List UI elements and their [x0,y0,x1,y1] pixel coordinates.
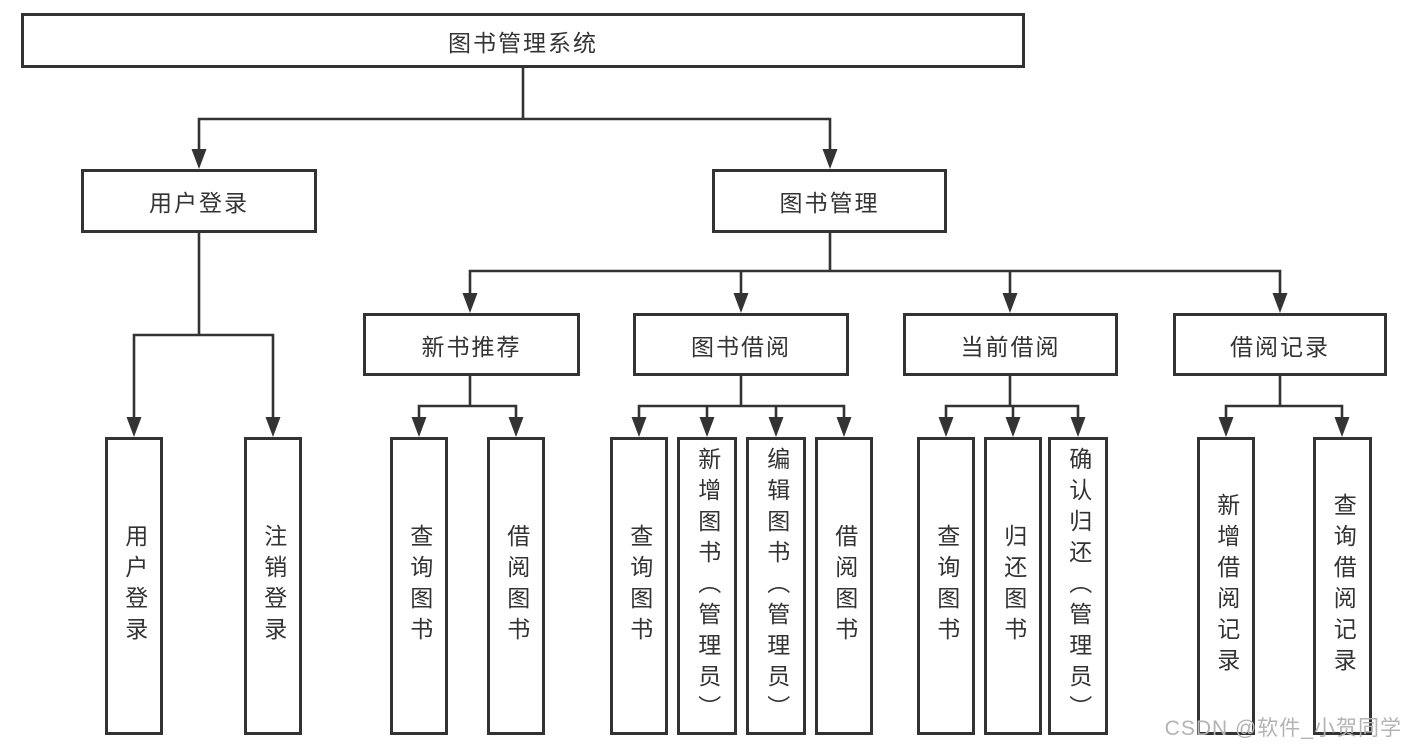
node-new-book-recommend: 新书推荐 [363,313,580,376]
leaf-cb-confirm-return-admin: 确认归还（管理员） [1048,437,1108,735]
leaf-bb-borrow-books: 借阅图书 [815,437,873,735]
leaf-br-add-record: 新增借阅记录 [1197,437,1255,735]
node-borrow-records: 借阅记录 [1173,313,1387,376]
arrowhead-icons [126,149,1350,437]
leaf-nb-borrow-books: 借阅图书 [487,437,545,735]
connector-current-borrow-leaves [944,374,1080,425]
node-book-borrow: 图书借阅 [633,313,849,376]
leaf-logout: 注销登录 [244,437,302,735]
leaf-user-login: 用户登录 [105,437,163,735]
leaf-bb-query-books: 查询图书 [610,437,668,735]
node-current-borrow: 当前借阅 [903,313,1118,376]
leaf-bb-add-books-admin: 新增图书（管理员） [677,437,737,735]
node-user-login: 用户登录 [81,169,317,233]
node-book-management: 图书管理 [712,169,947,233]
csdn-watermark: CSDN @软件_小贺同学 [1164,717,1402,740]
leaf-cb-return-books: 归还图书 [984,437,1042,735]
connector-book-borrow-leaves [637,374,846,425]
leaf-bb-edit-books-admin: 编辑图书（管理员） [746,437,806,735]
connector-book-mgmt-groups [468,231,1282,301]
connector-new-book-leaves [417,374,518,425]
leaf-cb-query-books: 查询图书 [917,437,975,735]
node-root: 图书管理系统 [21,13,1025,68]
connector-borrow-records-leaves [1224,374,1344,425]
leaf-nb-query-books: 查询图书 [390,437,448,735]
connector-user-login-leaves [132,231,275,425]
connector-root-branches [197,66,832,157]
leaf-br-query-record: 查询借阅记录 [1313,437,1372,735]
